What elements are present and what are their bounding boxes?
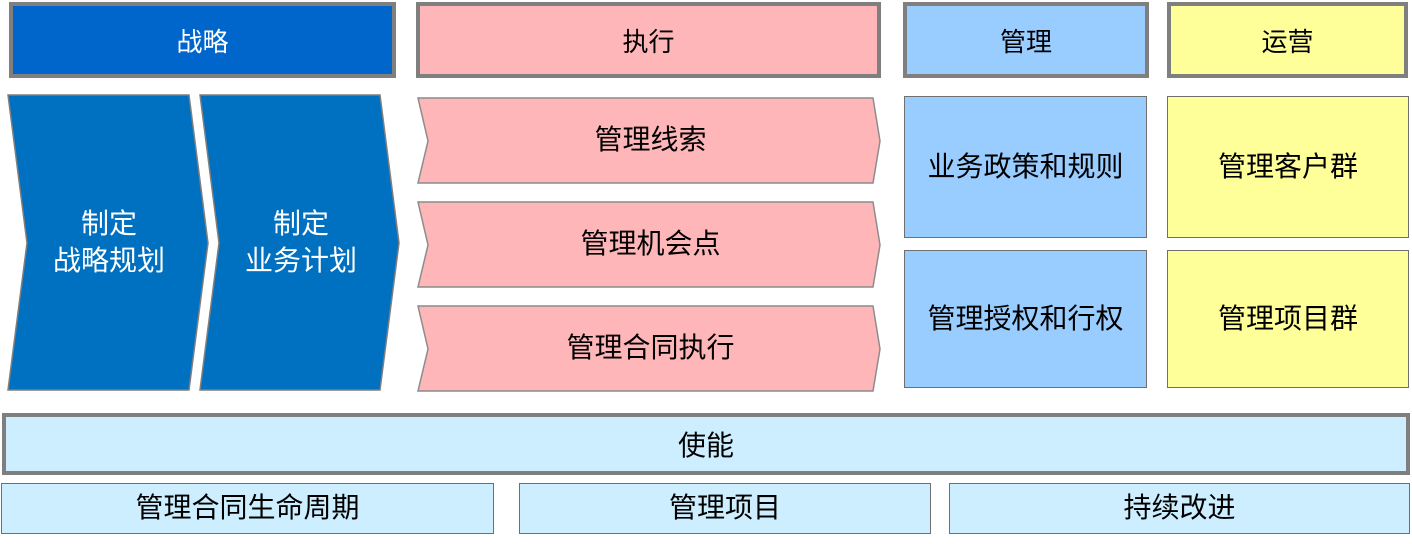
operation-item-2-label: 管理项目群 [1217, 301, 1358, 335]
strategy-chevron-1 [7, 94, 209, 391]
operation-item-1: 管理客户群 [1167, 96, 1409, 238]
enable-item-3-label: 持续改进 [1123, 491, 1236, 525]
management-item-1: 业务政策和规则 [904, 96, 1147, 238]
strategy-header: 战略 [9, 2, 396, 78]
enable-item-1-label: 管理合同生命周期 [135, 491, 360, 525]
strategy-chevron-2 [199, 94, 400, 391]
management-item-2: 管理授权和行权 [904, 250, 1147, 388]
management-header-label: 管理 [999, 27, 1052, 58]
operation-item-1-label: 管理客户群 [1217, 149, 1358, 183]
enable-item-2: 管理项目 [519, 483, 931, 534]
execution-chevron-2 [417, 201, 881, 288]
enable-header: 使能 [2, 413, 1410, 475]
enable-header-label: 使能 [677, 429, 734, 462]
enable-item-1: 管理合同生命周期 [1, 483, 494, 534]
execution-header: 执行 [416, 2, 881, 78]
enable-item-2-label: 管理项目 [668, 491, 781, 525]
operation-header-label: 运营 [1261, 27, 1314, 58]
execution-header-label: 执行 [622, 27, 675, 58]
management-header: 管理 [903, 2, 1149, 78]
management-item-2-label: 管理授权和行权 [927, 301, 1124, 335]
enable-item-3: 持续改进 [949, 483, 1410, 534]
operation-header: 运营 [1167, 2, 1408, 78]
management-item-1-label: 业务政策和规则 [927, 149, 1124, 183]
strategy-header-label: 战略 [176, 27, 229, 58]
execution-chevron-1 [417, 97, 881, 184]
execution-chevron-3 [417, 305, 881, 392]
operation-item-2: 管理项目群 [1167, 250, 1409, 388]
